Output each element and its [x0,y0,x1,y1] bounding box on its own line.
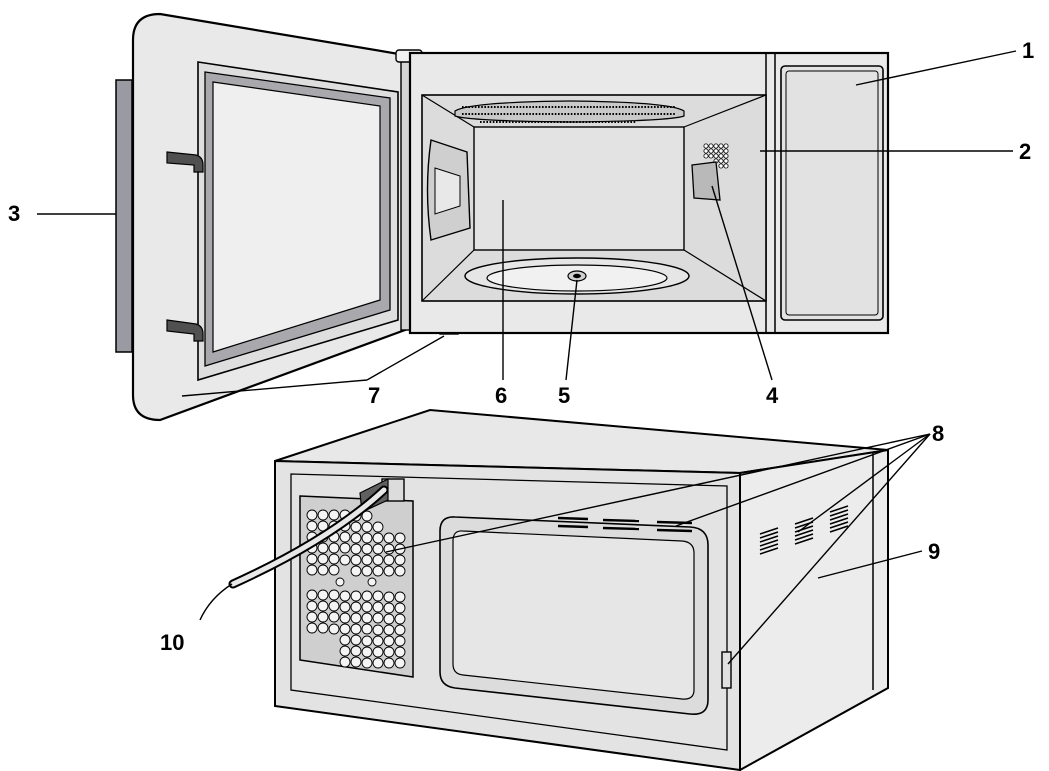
oven-lamp-reflector [434,167,461,215]
callout-4: 4 [766,383,779,408]
callout-9: 9 [928,539,940,564]
rear-view [228,408,889,771]
door-window-glass [212,81,381,353]
callout-3: 3 [8,201,20,226]
callout-10: 10 [160,630,184,655]
control-panel [780,65,884,321]
turntable-shaft-center [573,273,581,279]
leader-1 [855,50,1017,86]
callout-5: 5 [558,383,570,408]
power-cord-inner [230,487,387,587]
callout-2: 2 [1019,139,1031,164]
side-panel [739,448,889,771]
grill-heating-element [454,100,685,123]
leader-8c [797,433,931,533]
side-vent-louvers [759,505,849,555]
leader-9 [817,550,923,579]
leader-8d [727,433,931,665]
leader-8a [385,433,931,553]
leader-4 [711,185,773,381]
rear-panel-border [290,473,728,751]
side-small-vent [721,651,732,689]
callout-1: 1 [1022,38,1034,63]
cavity-vent-holes [703,143,729,169]
callout-8: 8 [932,421,944,446]
callout-labels: 1 2 3 4 5 6 7 8 9 10 [8,38,1034,655]
callout-7: 7 [368,383,380,408]
door-latch-hook-upper [166,151,204,173]
leader-10 [199,583,233,621]
front-view-open-door [115,12,890,422]
rear-embossed-panel-inner [452,530,695,700]
door-latch-hook-lower [166,319,204,342]
leader-lines [37,50,1017,665]
leader-5 [565,279,578,381]
control-panel-inner [785,70,879,316]
waveguide-cover [691,161,721,201]
callout-6: 6 [495,383,507,408]
cavity-corner-lines [421,94,767,302]
leader-8b [675,433,931,527]
grill-grate-dots [462,106,676,123]
leader-7 [181,335,445,397]
door-seal-strip [115,79,133,353]
cavity-back-wall [473,126,685,251]
